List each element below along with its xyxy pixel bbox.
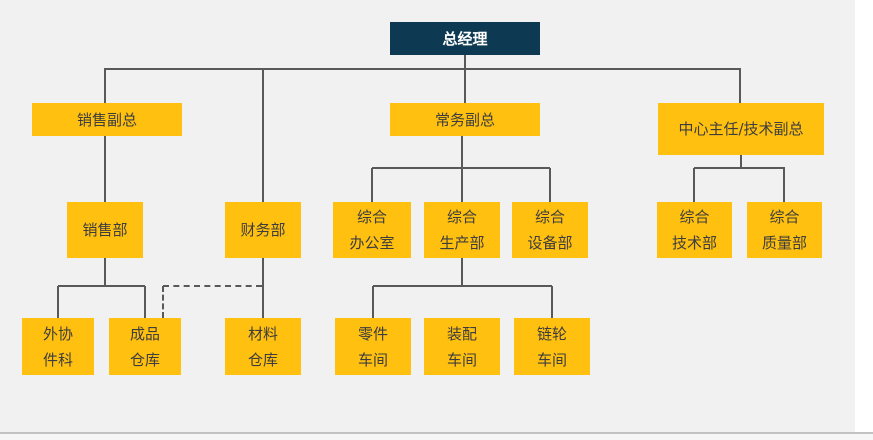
connector-solid-vertical <box>739 69 741 103</box>
connector-solid-vertical <box>262 258 264 318</box>
connector-solid-vertical <box>693 168 695 202</box>
org-node-general-office[interactable]: 综合 办公室 <box>333 202 411 258</box>
org-node-general-technology-dept[interactable]: 综合 技术部 <box>657 202 732 258</box>
connector-solid-horizontal <box>372 167 550 169</box>
connector-solid-vertical <box>144 286 146 318</box>
connector-solid-horizontal <box>373 285 552 287</box>
connector-solid-vertical <box>783 168 785 202</box>
org-node-sales-dept[interactable]: 销售部 <box>67 202 143 258</box>
connector-solid-vertical <box>740 155 742 169</box>
connector-solid-horizontal <box>694 167 785 169</box>
org-node-finished-goods-warehouse[interactable]: 成品 仓库 <box>109 318 181 375</box>
org-node-general-production-dept[interactable]: 综合 生产部 <box>424 202 500 258</box>
org-node-general-quality-dept[interactable]: 综合 质量部 <box>747 202 822 258</box>
org-node-sprocket-workshop[interactable]: 链轮 车间 <box>514 318 590 375</box>
connector-solid-vertical <box>461 258 463 287</box>
connector-solid-vertical <box>371 168 373 202</box>
connector-solid-vertical <box>549 168 551 202</box>
connector-solid-vertical <box>464 55 466 103</box>
connector-dashed-horizontal <box>163 285 262 287</box>
org-node-assembly-workshop[interactable]: 装配 车间 <box>424 318 500 375</box>
connector-solid-horizontal <box>104 68 741 70</box>
canvas-bottom-strip <box>0 434 873 440</box>
org-node-managing-vp[interactable]: 常务副总 <box>390 103 540 136</box>
org-node-general-manager[interactable]: 总经理 <box>390 22 540 55</box>
connector-dashed-vertical <box>162 286 164 318</box>
connector-solid-vertical <box>372 286 374 318</box>
connector-solid-vertical <box>57 286 59 318</box>
org-node-materials-warehouse[interactable]: 材料 仓库 <box>225 318 301 375</box>
org-node-general-equipment-dept[interactable]: 综合 设备部 <box>512 202 588 258</box>
connector-solid-vertical <box>461 136 463 202</box>
org-node-finance-dept[interactable]: 财务部 <box>225 202 301 258</box>
canvas-right-margin <box>855 0 873 440</box>
connector-solid-vertical <box>104 136 106 202</box>
connector-solid-horizontal <box>58 285 145 287</box>
org-node-parts-workshop[interactable]: 零件 车间 <box>335 318 411 375</box>
org-node-sales-vp[interactable]: 销售副总 <box>32 103 182 136</box>
org-node-center-director-tech-vp[interactable]: 中心主任/技术副总 <box>658 103 824 155</box>
canvas-bottom-divider <box>0 432 873 434</box>
org-node-outsourced-parts-section[interactable]: 外协 件科 <box>22 318 94 375</box>
connector-solid-vertical <box>551 286 553 318</box>
connector-solid-vertical <box>262 69 264 202</box>
connector-solid-vertical <box>104 69 106 103</box>
connector-solid-vertical <box>104 258 106 287</box>
